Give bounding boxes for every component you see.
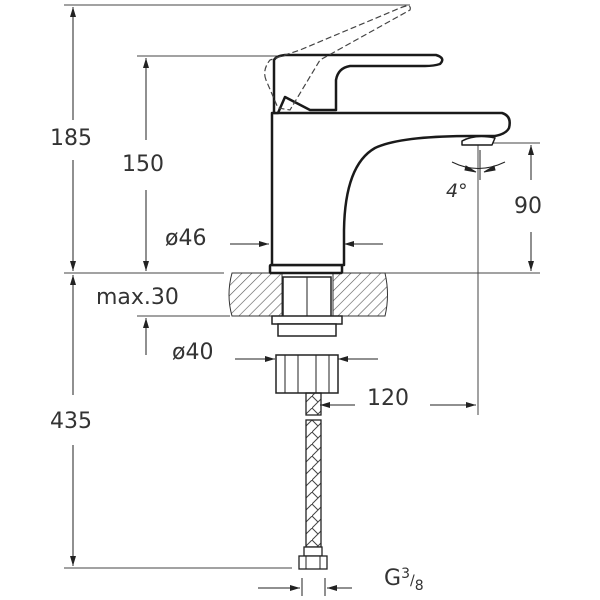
countertop-section [228,272,388,317]
label-max-counter-thickness: max.30 [96,285,179,310]
label-shank-diameter: ø40 [172,340,214,365]
dim-max30-line [72,275,149,355]
extension-lines [64,4,540,569]
thread-numerator: 3 [401,566,410,582]
angle-4deg-indicator [451,150,506,180]
flex-hose [298,392,328,570]
dim-g38-arrows [258,578,352,596]
thread-prefix: G [384,566,402,591]
shank-assembly [271,276,343,394]
label-spout-reach: 120 [367,386,409,411]
label-hose-length: 435 [50,409,92,434]
label-body-diameter: ø46 [165,226,207,251]
label-body-height: 150 [122,152,164,177]
lever-handle-raised-outline [264,5,411,111]
label-total-height: 185 [50,126,92,151]
label-connection-thread: G3/8 [384,566,424,594]
faucet-body [268,111,511,275]
lever-handle [272,53,444,115]
label-spout-height: 90 [514,194,542,219]
label-spout-angle: 4° [446,180,468,202]
thread-denominator: 8 [414,578,424,594]
